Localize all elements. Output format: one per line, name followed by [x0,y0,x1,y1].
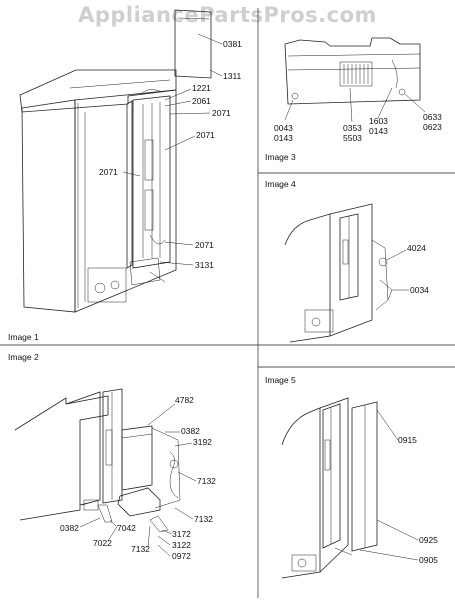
callout-0925: 0925 [419,535,438,545]
image2-caption: Image 2 [8,352,39,362]
callout-5503: 5503 [343,133,362,143]
callout-2071-a: 2071 [212,108,231,118]
callout-0915: 0915 [398,435,417,445]
image5-leaders [359,409,419,561]
callout-0043: 0043 [274,123,293,133]
image3-leaders [284,87,426,123]
callout-3192: 3192 [193,437,212,447]
callout-2061: 2061 [192,96,211,106]
callout-1221: 1221 [192,83,211,93]
callout-0382-b: 0382 [60,523,79,533]
image2-callouts: 4782 0382 3192 7132 7132 0382 7042 7022 … [60,395,216,561]
image5-caption: Image 5 [265,375,296,385]
callout-2071-b: 2071 [196,130,215,140]
image1-callouts: 0381 1311 1221 2061 2071 2071 2071 2071 … [99,39,242,270]
image5-drawing [281,397,378,579]
image3-callouts: 0043 0143 0353 5503 1603 0143 0633 0623 [274,112,442,143]
image4-leaders [386,249,409,291]
image3-caption: Image 3 [265,152,296,162]
callout-7132-c: 7132 [131,544,150,554]
callout-0972: 0972 [172,551,191,561]
image1-leaders [122,33,223,266]
image4-caption: Image 4 [265,179,296,189]
callout-4024: 4024 [407,243,426,253]
callout-0633: 0633 [423,112,442,122]
callout-7132-b: 7132 [194,514,213,524]
panel-frames [0,8,455,598]
callout-7132-a: 7132 [197,476,216,486]
callout-7042: 7042 [117,523,136,533]
callout-1311: 1311 [223,71,242,81]
image3-drawing [284,37,421,105]
image2-leaders [79,403,197,557]
callout-0143-a: 0143 [274,133,293,143]
callout-0143-b: 0143 [369,126,388,136]
image5-callouts: 0915 0925 0905 [398,435,438,565]
callout-3131: 3131 [195,260,214,270]
watermark: AppliancePartsPros.com [78,3,377,27]
callout-0034: 0034 [410,285,429,295]
callout-4782: 4782 [175,395,194,405]
callout-7022: 7022 [93,538,112,548]
callout-3172: 3172 [172,529,191,539]
image4-callouts: 4024 0034 [407,243,429,295]
callout-2071-c: 2071 [99,167,118,177]
image2-drawing [14,388,181,533]
callout-0381: 0381 [223,39,242,49]
callout-2071-d: 2071 [195,240,214,250]
callout-0382-a: 0382 [181,426,200,436]
image4-drawing [284,203,393,343]
callout-0353: 0353 [343,123,362,133]
callout-0905: 0905 [419,555,438,565]
image1-caption: Image 1 [8,332,39,342]
callout-3122: 3122 [172,540,191,550]
callout-1603: 1603 [369,116,388,126]
image1-drawing [19,9,212,313]
callout-0623: 0623 [423,122,442,132]
